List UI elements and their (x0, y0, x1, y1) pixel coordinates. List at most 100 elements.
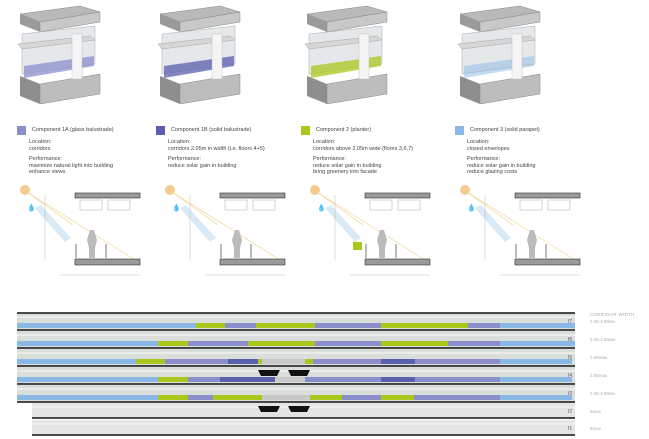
balustrade (365, 244, 367, 258)
component-segment (305, 359, 313, 364)
performance-text: maximize natural light into building (29, 162, 114, 169)
component-2-description: Component 2 (planter) Location: corridor… (301, 126, 451, 176)
floor-corridor-width: 5max (590, 409, 602, 414)
component-segment (381, 341, 448, 346)
sun-ray (171, 191, 281, 261)
component-segment (468, 323, 500, 328)
component-segment (188, 341, 248, 346)
ceiling-slab (219, 192, 286, 199)
person-figure (87, 230, 97, 258)
floor-corridor-width: 2.05-4.8max (590, 337, 616, 342)
sun-ray (26, 191, 136, 261)
component-2-swatch (301, 126, 310, 135)
ceiling-slab (364, 192, 431, 199)
location-text: corridors 2.05m in width (i.e. floors 4+… (168, 145, 265, 152)
floor-slab-side (20, 76, 40, 104)
section-component-1a: 💧 (20, 185, 141, 276)
sun-ray (26, 191, 74, 226)
component-title: Component 2 (planter) (316, 127, 372, 134)
component-1a-swatch (17, 126, 26, 135)
component-segment (158, 341, 188, 346)
component-segment (500, 377, 572, 382)
component-segment (381, 359, 415, 364)
structural-cutout (288, 406, 310, 412)
sun-ray (466, 191, 576, 261)
component-segment (500, 323, 575, 328)
structural-cutout (258, 370, 280, 376)
floor-corridor-width: 2.05-4.8max (590, 391, 616, 396)
rain-icon: 💧 (317, 203, 326, 212)
component-segment (342, 395, 381, 400)
column (211, 33, 223, 80)
component-segment (248, 341, 315, 346)
floor-corridor-width: 2.05max (590, 373, 608, 378)
performance-text: reduce glazing costs (467, 169, 518, 175)
component-segment (381, 377, 415, 382)
component-segment (258, 359, 262, 364)
duct (79, 199, 103, 211)
component-segment (414, 395, 500, 400)
component-segment (220, 377, 275, 382)
duct (107, 199, 131, 211)
floor-slab (364, 258, 431, 266)
floor-slab-side (307, 76, 327, 104)
rain-path (325, 205, 361, 242)
performance-label: Performance: (168, 156, 202, 162)
floor-slab-side (160, 76, 180, 104)
component-segment (136, 359, 165, 364)
roof-slab-side (307, 14, 327, 32)
component-segment (158, 395, 188, 400)
location-label: Location: (467, 139, 490, 145)
floor-slab-front (39, 73, 101, 105)
rain-icon: 💧 (467, 203, 476, 212)
ceiling-slab (514, 192, 581, 199)
person-figure (377, 230, 387, 258)
performance-label: Performance: (313, 156, 347, 162)
structural-cutout (288, 370, 310, 376)
facade-elevation-strip (17, 312, 575, 436)
sun-ray (171, 191, 219, 226)
column (511, 33, 523, 80)
component-segment (188, 377, 220, 382)
component-segment (448, 341, 500, 346)
component-segment (381, 395, 414, 400)
location-label: Location: (168, 139, 191, 145)
rain-icon: 💧 (172, 203, 181, 212)
roof-slab-front (39, 11, 101, 33)
balustrade (220, 244, 222, 258)
component-segment (165, 359, 228, 364)
component-segment (381, 323, 468, 328)
floor-corridor-width: 2.05-4.8max (590, 319, 616, 324)
floor-label: f4 (568, 373, 573, 379)
component-segment (225, 323, 256, 328)
component-segment (158, 377, 188, 382)
component-segment (262, 395, 310, 400)
planter (353, 242, 362, 250)
component-title: Component 1B (solid balustrade) (171, 127, 252, 134)
performance-text: enhance views (29, 169, 66, 175)
component-segment (275, 377, 305, 382)
door-frame (250, 244, 252, 258)
door-frame (545, 244, 547, 258)
model-component-1b (157, 5, 241, 105)
component-segment (262, 359, 305, 364)
rain-icon: 💧 (27, 203, 36, 212)
component-segment (310, 395, 342, 400)
roof-slab-front (179, 11, 241, 33)
component-segment (313, 359, 381, 364)
floor-slab-side (460, 76, 480, 104)
floor-label: f3 (568, 391, 573, 397)
component-segment (228, 359, 258, 364)
corridor-width-header: CORRIDOR WIDTH (590, 312, 635, 317)
floor-label: f2 (568, 409, 573, 415)
component-segment (17, 359, 136, 364)
roof-slab-side (20, 14, 40, 32)
model-component-2 (304, 5, 388, 105)
sun-ray (316, 191, 364, 226)
performance-text: bring greenery into facade (313, 169, 377, 175)
location-text: closed envelopes (467, 145, 510, 152)
section-component-3: 💧 (460, 185, 581, 276)
component-1a-description: Component 1A (glass balustrade) Location… (17, 126, 167, 176)
rain-path (475, 205, 511, 242)
floor-slab (219, 258, 286, 266)
